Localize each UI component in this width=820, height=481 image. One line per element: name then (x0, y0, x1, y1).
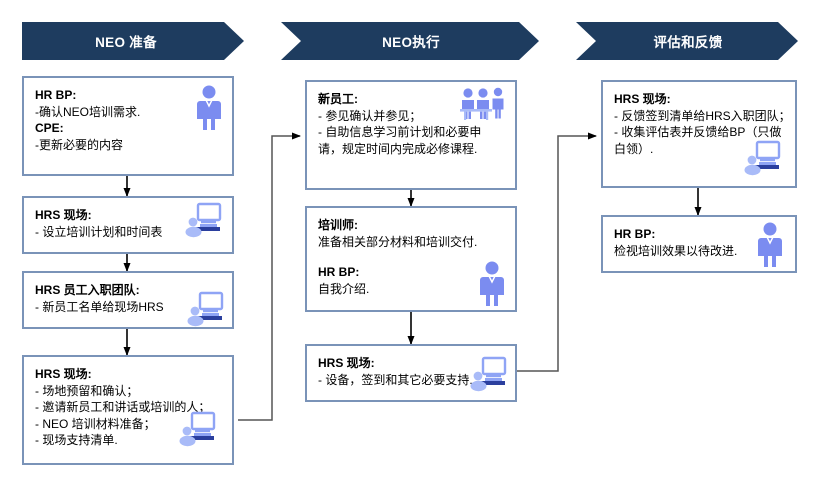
node-role-label: 新员工: (318, 92, 358, 106)
node-text-line: - 场地预留和确认； (35, 383, 139, 398)
node-text-line: 自我介绍. (318, 281, 370, 296)
node-text-line: - 设备，签到和其它必要支持. (318, 372, 473, 387)
phase-banner-label: NEO执行 (382, 35, 440, 50)
node-eval-hrs-site-feedback[interactable]: HRS 现场: - 反馈签到清单给HRS入职团队； - 收集评估表并反馈给BP（… (601, 80, 797, 188)
node-prep-hrs-onboarding-team[interactable]: HRS 员工入职团队: - 新员工名单给现场HRS (22, 271, 234, 329)
node-exec-new-employee[interactable]: 新员工: - 参见确认并参见； - 自助信息学习前计划和必要申请，规定时间内完成… (305, 80, 517, 190)
node-text-line: - 参见确认并参见； (318, 108, 422, 123)
node-role-label: HR BP: (35, 88, 77, 102)
connector-prep4-exec1 (238, 132, 301, 421)
node-role-label: 培训师: (318, 218, 358, 232)
node-role-label: HRS 现场: (35, 367, 92, 381)
node-prep-hrs-site-schedule[interactable]: HRS 现场: - 设立培训计划和时间表 (22, 196, 234, 254)
phase-banner-neo-execution[interactable]: NEO执行 (281, 22, 539, 60)
node-text-line: - 反馈签到清单给HRS入职团队； (614, 108, 791, 123)
node-role-label: HR BP: (318, 265, 360, 279)
node-eval-hrbp-review[interactable]: HR BP: 检视培训效果以待改进. (601, 215, 797, 273)
node-role-label: CPE: (35, 121, 64, 135)
node-text-line: - 自助信息学习前计划和必要申请，规定时间内完成必修课程. (318, 125, 482, 156)
node-role-label: HRS 现场: (35, 208, 92, 222)
node-text-line: - 设立培训计划和时间表 (35, 224, 163, 239)
connector-exec3-eval1 (517, 132, 597, 372)
node-text-line: - 邀请新员工和讲话或培训的人； (35, 400, 211, 414)
node-text-line: - 现场支持清单. (35, 433, 118, 447)
node-text-line: 检视培训效果以待改进. (614, 243, 738, 258)
phase-banner-neo-preparation[interactable]: NEO 准备 (22, 22, 244, 60)
node-text-line: -确认NEO培训需求. (35, 104, 141, 119)
node-role-label: HRS 现场: (318, 356, 375, 370)
phase-banner-label: 评估和反馈 (653, 35, 723, 50)
node-exec-hrs-site-support[interactable]: HRS 现场: - 设备，签到和其它必要支持. (305, 344, 517, 402)
node-text-line: 准备相关部分材料和培训交付. (318, 234, 478, 249)
node-exec-trainer-hrbp[interactable]: 培训师: 准备相关部分材料和培训交付. HR BP: 自我介绍. (305, 206, 517, 312)
text-spacer (318, 250, 504, 264)
node-text-line: - 新员工名单给现场HRS (35, 299, 164, 314)
node-role-label: HRS 现场: (614, 92, 671, 106)
node-prep-hrs-site-logistics[interactable]: HRS 现场: - 场地预留和确认； - 邀请新员工和讲话或培训的人； - NE… (22, 355, 234, 465)
node-text-line: - 收集评估表并反馈给BP（只做白领）. (614, 125, 782, 156)
phase-banner-evaluation-feedback[interactable]: 评估和反馈 (576, 22, 798, 60)
node-role-label: HRS 员工入职团队: (35, 283, 140, 297)
node-role-label: HR BP: (614, 227, 656, 241)
node-text-line: - NEO 培训材料准备； (35, 416, 156, 431)
node-prep-hrbp-cpe[interactable]: HR BP: -确认NEO培训需求. CPE: -更新必要的内容 (22, 76, 234, 176)
phase-banner-label: NEO 准备 (95, 35, 157, 50)
node-text-line: -更新必要的内容 (35, 137, 123, 152)
